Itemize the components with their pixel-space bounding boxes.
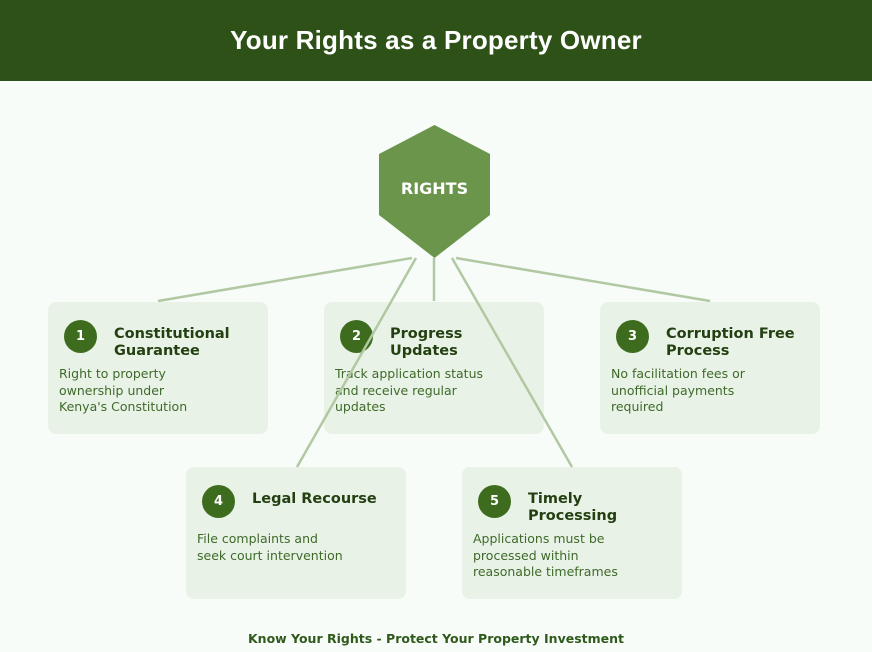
connector-line-3 bbox=[455, 256, 711, 303]
header-banner: Your Rights as a Property Owner bbox=[0, 0, 872, 81]
hexagon-label: RIGHTS bbox=[400, 179, 469, 198]
page-title: Your Rights as a Property Owner bbox=[230, 25, 642, 55]
connector-line-1 bbox=[157, 256, 413, 303]
card-title: Constitutional Guarantee bbox=[114, 326, 230, 359]
right-card-4: 4 Legal Recourse File complaints and see… bbox=[186, 467, 406, 599]
right-card-2: 2 Progress Updates Track application sta… bbox=[324, 302, 544, 434]
card-description: Track application status and receive reg… bbox=[335, 366, 484, 414]
card-title: Progress Updates bbox=[390, 326, 463, 359]
card-title: Legal Recourse bbox=[252, 491, 377, 507]
right-card-3: 3 Corruption Free Process No facilitatio… bbox=[600, 302, 820, 434]
rights-hexagon: RIGHTS bbox=[379, 125, 490, 258]
card-description: File complaints and seek court intervent… bbox=[197, 531, 343, 563]
card-description: Right to property ownership under Kenya'… bbox=[59, 366, 188, 414]
connector-line-5 bbox=[450, 257, 574, 468]
number-badge: 2 bbox=[340, 320, 373, 353]
card-description: No facilitation fees or unofficial payme… bbox=[611, 366, 745, 414]
footer-tagline: Know Your Rights - Protect Your Property… bbox=[247, 631, 624, 646]
number-badge: 4 bbox=[202, 485, 235, 518]
number-badge: 5 bbox=[478, 485, 511, 518]
connector-line-4 bbox=[295, 257, 418, 468]
right-card-1: 1 Constitutional Guarantee Right to prop… bbox=[48, 302, 268, 434]
card-title: Corruption Free Process bbox=[666, 326, 795, 359]
card-title: Timely Processing bbox=[528, 491, 618, 524]
number-badge: 3 bbox=[616, 320, 649, 353]
right-card-5: 5 Timely Processing Applications must be… bbox=[462, 467, 682, 599]
card-description: Applications must be processed within re… bbox=[473, 531, 618, 579]
number-badge: 1 bbox=[64, 320, 97, 353]
